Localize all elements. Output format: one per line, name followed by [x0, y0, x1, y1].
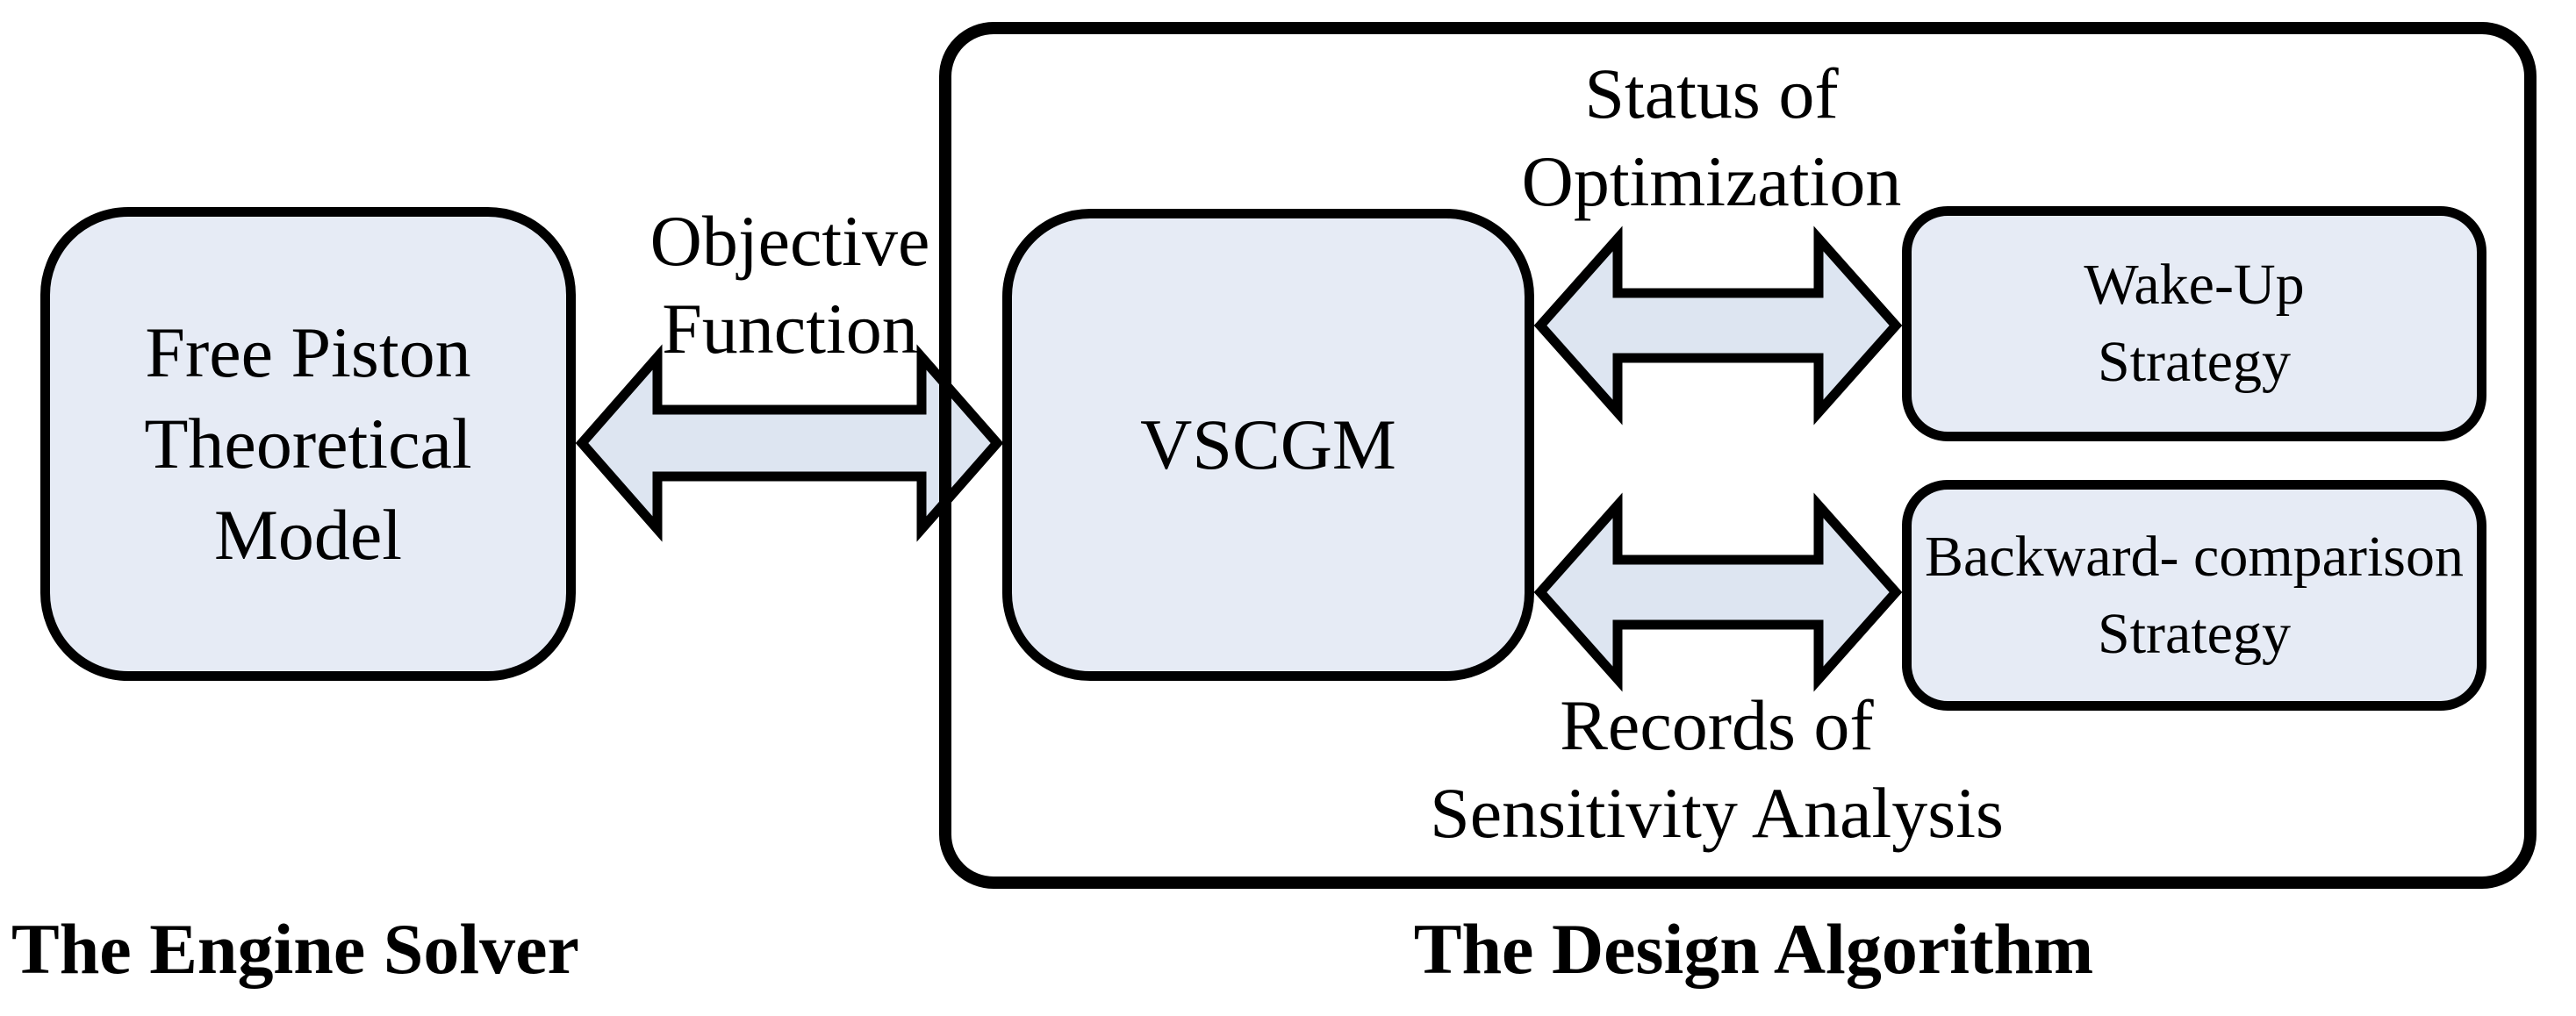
backward-label-line1: Backward- comparison — [1925, 524, 2464, 589]
engine-solver-caption: The Engine Solver — [11, 909, 579, 989]
objective-function-label-line2: Function — [662, 289, 918, 368]
free-piston-theoretical-model-box: Free Piston Theoretical Model — [40, 207, 576, 681]
objective-function-label: Objective Function — [439, 197, 1141, 373]
free-piston-label-line1: Free Piston — [145, 312, 471, 392]
wake-up-label-line1: Wake-Up — [2084, 253, 2305, 317]
wake-up-strategy-box: Wake-Up Strategy — [1902, 206, 2486, 441]
status-label-line1: Status of — [1584, 54, 1839, 133]
records-of-sensitivity-analysis-label: Records of Sensitivity Analysis — [1278, 682, 2156, 857]
status-of-optimization-label: Status of Optimization — [1360, 50, 2063, 225]
vscgm-box: VSCGM — [1002, 209, 1534, 681]
objective-function-double-arrow-icon — [575, 344, 1004, 542]
vscgm-label: VSCGM — [1140, 404, 1396, 484]
records-label-line2: Sensitivity Analysis — [1430, 773, 2004, 853]
records-sensitivity-double-arrow-icon — [1533, 492, 1903, 692]
free-piston-label-line3: Model — [213, 495, 403, 575]
backward-label-line2: Strategy — [2098, 601, 2291, 666]
records-label-line1: Records of — [1560, 685, 1874, 765]
status-label-line2: Optimization — [1521, 141, 1902, 221]
status-optimization-double-arrow-icon — [1533, 225, 1903, 426]
free-piston-label-line2: Theoretical — [144, 404, 472, 483]
objective-function-label-line1: Objective — [649, 201, 930, 281]
design-algorithm-container — [939, 22, 2537, 889]
design-algorithm-caption: The Design Algorithm — [1413, 909, 2094, 989]
backward-comparison-strategy-box: Backward- comparison Strategy — [1902, 480, 2486, 711]
wake-up-label-line2: Strategy — [2098, 330, 2291, 394]
